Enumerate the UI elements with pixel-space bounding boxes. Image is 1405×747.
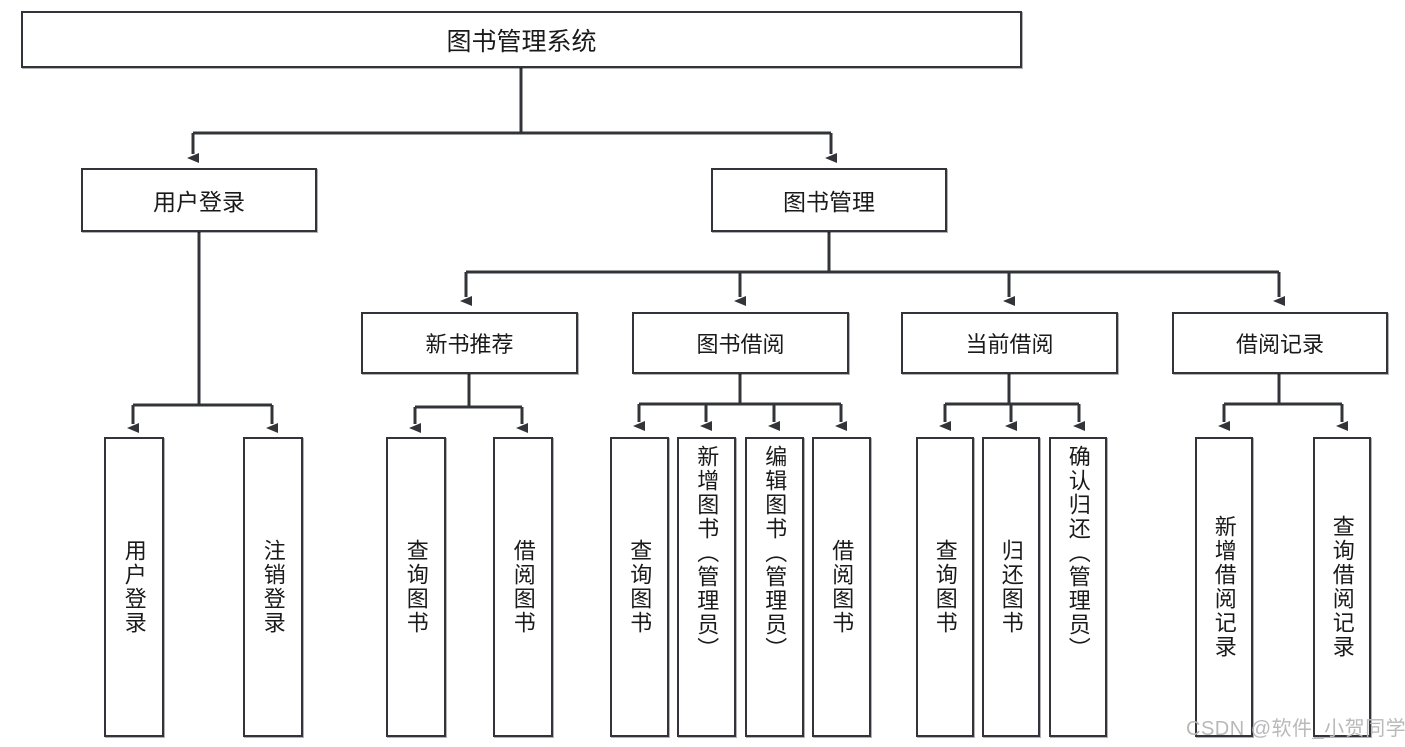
leaf-label: 确认归还（管理员） <box>1065 445 1091 661</box>
leaf-label: 归还图书 <box>998 539 1024 635</box>
leaf-book-borrow-edit[interactable]: 编辑图书（管理员） <box>745 437 804 737</box>
leaf-book-borrow-borrow[interactable]: 借阅图书 <box>812 437 871 737</box>
leaf-label: 新增借阅记录 <box>1211 515 1237 659</box>
node-current-borrow-label: 当前借阅 <box>965 332 1054 357</box>
watermark: CSDN @软件_小贺同学 <box>1186 718 1405 740</box>
node-new-book-recommend[interactable]: 新书推荐 <box>361 312 578 374</box>
node-user-login[interactable]: 用户登录 <box>81 168 317 232</box>
node-book-borrow-label: 图书借阅 <box>696 332 785 357</box>
leaf-new-book-borrow[interactable]: 借阅图书 <box>493 437 553 737</box>
leaf-label: 借阅图书 <box>510 539 536 635</box>
node-new-book-recommend-label: 新书推荐 <box>425 332 514 357</box>
node-root-book-management-system[interactable]: 图书管理系统 <box>21 11 1022 68</box>
node-current-borrow[interactable]: 当前借阅 <box>901 312 1118 374</box>
leaf-label: 注销登录 <box>260 539 286 635</box>
node-borrow-record[interactable]: 借阅记录 <box>1172 312 1388 374</box>
leaf-user-login-login[interactable]: 用户登录 <box>104 437 164 737</box>
leaf-new-book-query[interactable]: 查询图书 <box>386 437 446 737</box>
node-book-management[interactable]: 图书管理 <box>711 168 947 232</box>
leaf-label: 查询图书 <box>932 539 958 635</box>
leaf-label: 用户登录 <box>121 539 147 635</box>
node-book-management-label: 图书管理 <box>783 189 875 215</box>
node-root-label: 图书管理系统 <box>446 27 597 56</box>
leaf-book-borrow-query[interactable]: 查询图书 <box>610 437 669 737</box>
leaf-label: 新增图书（管理员） <box>694 445 720 661</box>
leaf-book-borrow-add[interactable]: 新增图书（管理员） <box>677 437 736 737</box>
leaf-current-borrow-query[interactable]: 查询图书 <box>916 437 974 737</box>
leaf-label: 借阅图书 <box>829 539 855 635</box>
leaf-label: 查询图书 <box>403 539 429 635</box>
leaf-label: 编辑图书（管理员） <box>762 445 788 661</box>
leaf-current-borrow-confirm-return[interactable]: 确认归还（管理员） <box>1049 437 1107 737</box>
leaf-current-borrow-return[interactable]: 归还图书 <box>982 437 1040 737</box>
leaf-label: 查询图书 <box>627 539 653 635</box>
leaf-label: 查询借阅记录 <box>1329 515 1355 659</box>
node-book-borrow[interactable]: 图书借阅 <box>632 312 849 374</box>
node-user-login-label: 用户登录 <box>153 189 245 215</box>
leaf-user-login-logout[interactable]: 注销登录 <box>243 437 303 737</box>
node-borrow-record-label: 借阅记录 <box>1235 332 1324 357</box>
leaf-borrow-record-add[interactable]: 新增借阅记录 <box>1195 437 1253 737</box>
leaf-borrow-record-query[interactable]: 查询借阅记录 <box>1313 437 1371 737</box>
